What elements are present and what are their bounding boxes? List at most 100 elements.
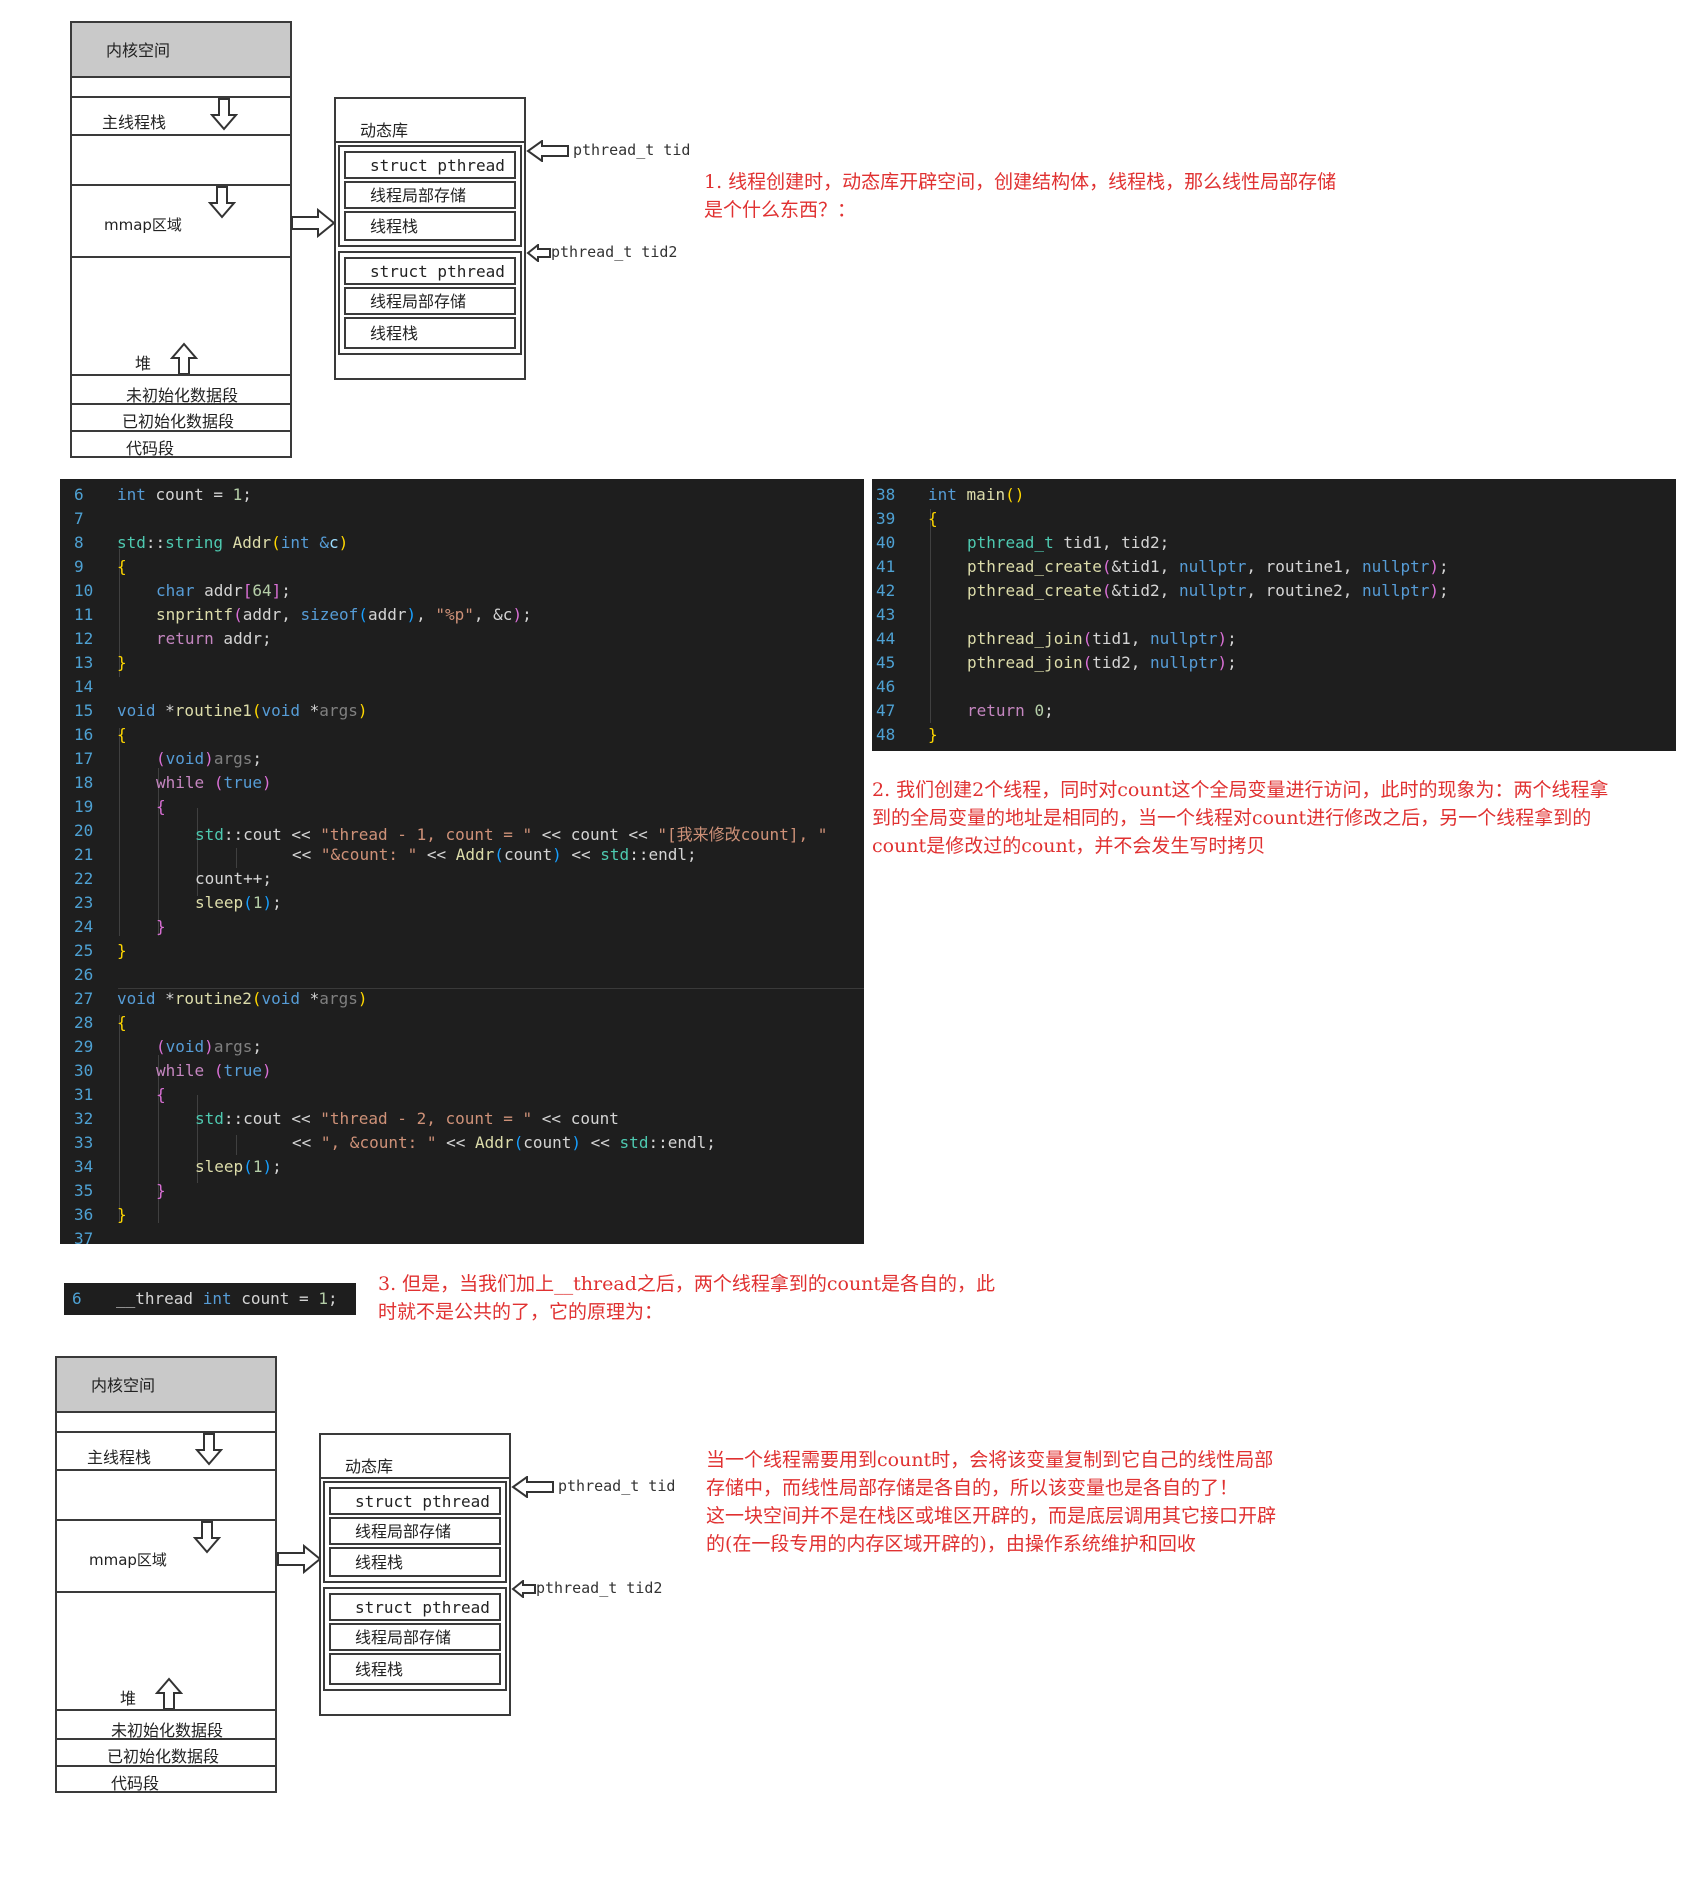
- dynamic-library-title: 动态库: [360, 121, 409, 140]
- line-number: 43: [876, 605, 896, 624]
- code-line: count++;: [195, 869, 273, 888]
- tls-2: 线程局部存储: [329, 1623, 501, 1651]
- code-line: std::cout << "thread - 2, count = " << c…: [195, 1109, 619, 1128]
- code-line: }: [156, 1181, 166, 1200]
- line-number: 44: [876, 629, 896, 648]
- bss-label: 未初始化数据段: [126, 386, 239, 405]
- heap-label: 堆: [120, 1689, 137, 1708]
- line-number: 8: [74, 533, 84, 552]
- code-line: }: [156, 917, 166, 936]
- arrow-down-icon: [209, 97, 239, 135]
- code-line: return 0;: [967, 701, 1054, 720]
- arrow-left-icon: [526, 139, 570, 166]
- tls-1: 线程局部存储: [344, 181, 516, 209]
- line-number: 48: [876, 725, 896, 744]
- code-line: pthread_join(tid2, nullptr);: [967, 653, 1237, 672]
- pthread-block-2: struct pthread 线程局部存储 线程栈: [338, 251, 522, 355]
- line-number: 31: [74, 1085, 94, 1104]
- dynamic-library: 动态库 struct pthread 线程局部存储 线程栈 struct pth…: [334, 97, 526, 380]
- line-number: 18: [74, 773, 94, 792]
- code-line: }: [117, 1205, 127, 1224]
- tls-2: 线程局部存储: [344, 287, 516, 315]
- line-number: 35: [74, 1181, 94, 1200]
- line-number: 24: [74, 917, 94, 936]
- line-number: 39: [876, 509, 896, 528]
- line-number: 28: [74, 1013, 94, 1032]
- code-line: return addr;: [156, 629, 272, 648]
- thread-stack-1: 线程栈: [329, 1547, 501, 1577]
- arrow-down-icon: [194, 1432, 224, 1470]
- line-number: 6: [74, 485, 84, 504]
- arrow-down-icon: [207, 185, 237, 223]
- struct-pthread-2: struct pthread: [329, 1593, 501, 1621]
- code-line: void *routine1(void *args): [117, 701, 368, 720]
- code-line: pthread_create(&tid1, nullptr, routine1,…: [967, 557, 1449, 576]
- arrow-left-icon: [526, 242, 552, 266]
- line-number: 6: [72, 1289, 82, 1308]
- text-segment-label: 代码段: [111, 1774, 160, 1793]
- code-line: {: [156, 797, 166, 816]
- line-number: 29: [74, 1037, 94, 1056]
- line-number: 32: [74, 1109, 94, 1128]
- line-number: 20: [74, 821, 94, 840]
- arrow-right-icon: [290, 207, 336, 242]
- code-line: }: [117, 941, 127, 960]
- code-line: }: [117, 653, 127, 672]
- code-line: {: [156, 1085, 166, 1104]
- line-number: 12: [74, 629, 94, 648]
- thread-stack-1: 线程栈: [344, 211, 516, 241]
- line-number: 7: [74, 509, 84, 528]
- process-address-space: 内核空间 主线程栈 mmap区域 堆 未初始化数据段 已初始化数据段 代码段: [55, 1356, 277, 1793]
- dynamic-library: 动态库 struct pthread 线程局部存储 线程栈 struct pth…: [319, 1433, 511, 1716]
- line-number: 11: [74, 605, 94, 624]
- note-3: 3. 但是，当我们加上__thread之后，两个线程拿到的count是各自的，此…: [378, 1273, 996, 1323]
- line-number: 46: [876, 677, 896, 696]
- kernel-space: 内核空间: [72, 23, 290, 78]
- note-1: 1. 线程创建时，动态库开辟空间，创建结构体，线程栈，那么线性局部存储 是个什么…: [704, 171, 1337, 221]
- thread-stack-2: 线程栈: [344, 317, 516, 349]
- memory-diagram-2: 内核空间 主线程栈 mmap区域 堆 未初始化数据段 已初始化数据段 代码段 动…: [0, 1340, 700, 1810]
- arrow-right-icon: [276, 1543, 322, 1578]
- code-line: << "&count: " << Addr(count) << std::end…: [292, 845, 697, 864]
- code-line: {: [117, 725, 127, 744]
- line-number: 30: [74, 1061, 94, 1080]
- line-number: 13: [74, 653, 94, 672]
- code-line: int main(): [928, 485, 1025, 504]
- code-line: sleep(1);: [195, 1157, 282, 1176]
- code-line: << ", &count: " << Addr(count) << std::e…: [292, 1133, 716, 1152]
- code-line: __thread int count = 1;: [116, 1289, 338, 1308]
- tid1-label: pthread_t tid: [558, 1477, 676, 1495]
- code-line: void *routine2(void *args): [117, 989, 368, 1008]
- line-number: 33: [74, 1133, 94, 1152]
- line-number: 14: [74, 677, 94, 696]
- arrow-up-icon: [169, 342, 199, 380]
- text-segment-label: 代码段: [126, 439, 175, 458]
- memory-diagram-1: 内核空间 主线程栈 mmap区域 堆 未初始化数据段 已初始化数据段 代码段 动…: [0, 0, 700, 460]
- line-number: 47: [876, 701, 896, 720]
- code-line: std::cout << "thread - 1, count = " << c…: [195, 825, 828, 844]
- tid2-label: pthread_t tid2: [536, 1579, 663, 1597]
- struct-pthread-2: struct pthread: [344, 257, 516, 285]
- pthread-block-2: struct pthread 线程局部存储 线程栈: [323, 1587, 507, 1691]
- line-number: 17: [74, 749, 94, 768]
- code-line: while (true): [156, 773, 272, 792]
- pthread-block-1: struct pthread 线程局部存储 线程栈: [338, 145, 522, 247]
- line-number: 34: [74, 1157, 94, 1176]
- thread-stack-2: 线程栈: [329, 1653, 501, 1685]
- line-number: 36: [74, 1205, 94, 1224]
- arrow-up-icon: [154, 1677, 184, 1715]
- tid2-label: pthread_t tid2: [551, 243, 678, 261]
- line-number: 37: [74, 1229, 94, 1248]
- line-number: 9: [74, 557, 84, 576]
- code-line: (void)args;: [156, 749, 262, 768]
- line-number: 23: [74, 893, 94, 912]
- line-number: 27: [74, 989, 94, 1008]
- heap-label: 堆: [135, 354, 152, 373]
- data-segment-label: 已初始化数据段: [107, 1747, 220, 1766]
- line-number: 45: [876, 653, 896, 672]
- line-number: 21: [74, 845, 94, 864]
- code-line: }: [928, 725, 938, 744]
- code-line: pthread_create(&tid2, nullptr, routine2,…: [967, 581, 1449, 600]
- data-segment-label: 已初始化数据段: [122, 412, 235, 431]
